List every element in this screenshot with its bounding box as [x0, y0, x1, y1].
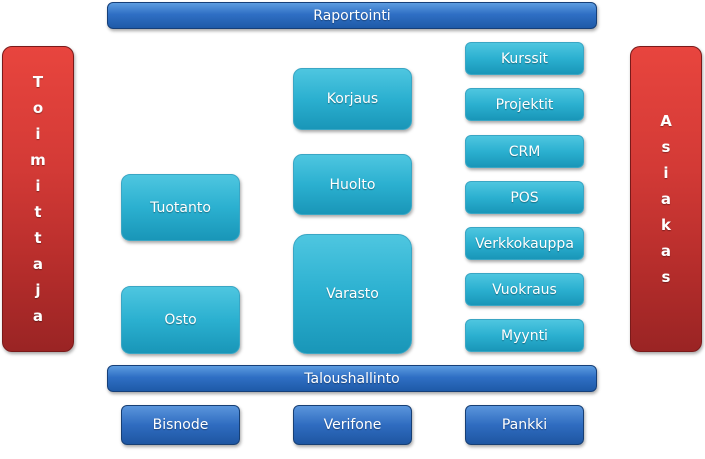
taloushallinto-label: Taloushallinto — [304, 370, 400, 387]
varasto-label: Varasto — [326, 286, 379, 302]
tuotanto-box: Tuotanto — [121, 174, 240, 241]
taloushallinto-bar: Taloushallinto — [107, 365, 597, 392]
projektit-label: Projektit — [495, 96, 554, 113]
tuotanto-label: Tuotanto — [150, 199, 211, 216]
vertical-letter: a — [660, 190, 672, 208]
vertical-letter: k — [661, 216, 671, 234]
korjaus-box: Korjaus — [293, 68, 412, 130]
pos-label: POS — [510, 189, 539, 206]
vertical-letter: t — [34, 229, 42, 247]
korjaus-label: Korjaus — [326, 91, 379, 107]
crm-box: CRM — [465, 135, 584, 168]
vertical-letter: i — [35, 125, 41, 143]
vertical-letter: i — [35, 177, 41, 195]
verkkokauppa-box: Verkkokauppa — [465, 227, 584, 260]
projektit-box: Projektit — [465, 88, 584, 121]
myynti-label: Myynti — [501, 327, 548, 344]
bisnode-label: Bisnode — [152, 417, 209, 433]
bisnode-box: Bisnode — [121, 405, 240, 445]
raportointi-label: Raportointi — [313, 7, 391, 24]
vertical-letter: s — [661, 138, 671, 156]
osto-box: Osto — [121, 286, 240, 354]
kurssit-box: Kurssit — [465, 42, 584, 75]
kurssit-label: Kurssit — [500, 50, 549, 67]
vertical-letter: o — [32, 99, 44, 117]
vuokraus-box: Vuokraus — [465, 273, 584, 306]
verifone-label: Verifone — [323, 417, 382, 433]
vertical-letter: j — [35, 281, 41, 299]
vertical-letter: A — [660, 112, 672, 130]
vertical-letter: T — [32, 73, 44, 91]
vertical-letter: m — [30, 151, 46, 169]
raportointi-bar: Raportointi — [107, 2, 597, 29]
vertical-letter: a — [660, 242, 672, 260]
huolto-box: Huolto — [293, 154, 412, 215]
vertical-letter: s — [661, 268, 671, 286]
pankki-box: Pankki — [465, 405, 584, 445]
vuokraus-label: Vuokraus — [492, 281, 557, 298]
crm-label: CRM — [508, 143, 541, 160]
pos-box: POS — [465, 181, 584, 214]
vertical-letter: i — [663, 164, 669, 182]
osto-label: Osto — [164, 312, 197, 328]
huolto-label: Huolto — [329, 176, 376, 193]
myynti-box: Myynti — [465, 319, 584, 352]
pankki-label: Pankki — [501, 417, 548, 433]
vertical-letter: a — [32, 307, 44, 325]
varasto-box: Varasto — [293, 234, 412, 354]
verkkokauppa-label: Verkkokauppa — [475, 235, 574, 252]
vertical-letter: a — [32, 255, 44, 273]
vertical-letter: t — [34, 203, 42, 221]
verifone-box: Verifone — [293, 405, 412, 445]
